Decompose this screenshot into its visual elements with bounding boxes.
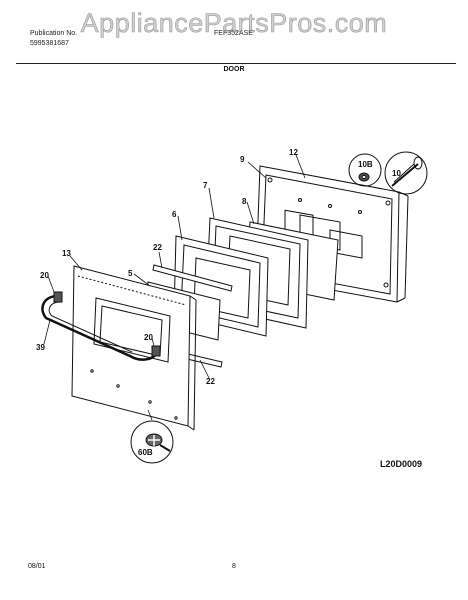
callout-60b: 60B (138, 448, 153, 457)
glass-retainer-upper (152, 264, 233, 292)
callout-10: 10 (392, 169, 401, 178)
callout-12: 12 (289, 148, 298, 157)
model-number: FEF352ASE (214, 30, 253, 37)
section-title: DOOR (223, 66, 245, 73)
diagram-code: L20D0009 (380, 459, 422, 469)
leader-lines (43, 154, 306, 421)
callout-22-lower: 22 (206, 377, 215, 386)
handle-end-cap-left (53, 291, 63, 303)
callout-8: 8 (242, 197, 247, 206)
callout-10b: 10B (358, 160, 373, 169)
door-outer-front (71, 265, 197, 431)
screw-60b (130, 420, 174, 464)
callout-7: 7 (203, 181, 208, 190)
callout-20-right: 20 (144, 333, 153, 342)
callout-6: 6 (172, 210, 177, 219)
callout-22-upper: 22 (153, 243, 162, 252)
publication-number: 5995381687 (30, 40, 69, 47)
door-handle (41, 294, 158, 361)
publication-label: Publication No. (30, 30, 78, 37)
callout-20-left: 20 (40, 271, 49, 280)
callout-39: 39 (36, 343, 45, 352)
header-rule (16, 63, 456, 64)
callout-9: 9 (240, 155, 245, 164)
washer-10b (348, 153, 382, 187)
callout-5: 5 (128, 269, 133, 278)
footer-date: 08/01 (28, 563, 46, 570)
callout-13: 13 (62, 249, 71, 258)
handle-end-cap-right (151, 345, 161, 357)
footer-page: 8 (232, 563, 236, 570)
screw-10 (384, 151, 428, 195)
